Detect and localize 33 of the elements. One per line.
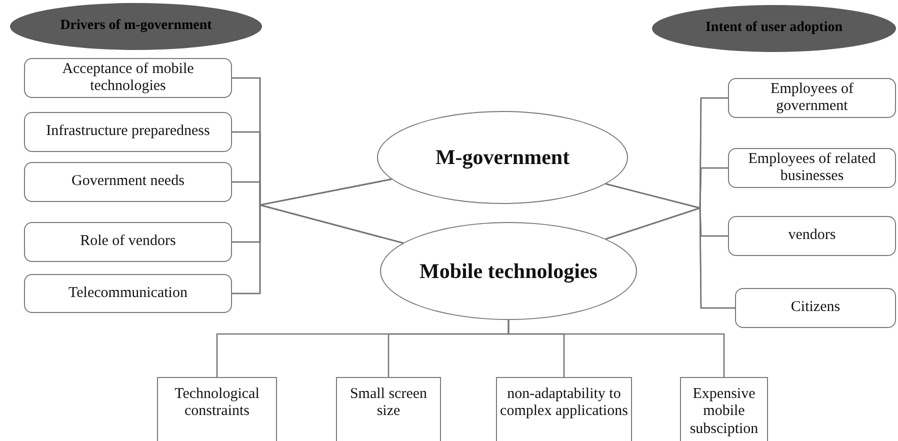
node-label: Employees of government — [770, 80, 854, 116]
heading-text: Drivers of m-government — [60, 18, 212, 35]
connector-line — [606, 207, 735, 309]
node-label: Infrastructure preparedness — [46, 123, 210, 141]
factor-box — [24, 58, 232, 98]
user-box — [728, 216, 896, 256]
node-label: non-adaptability to complex applications — [500, 386, 628, 420]
constraint-box — [336, 377, 441, 441]
connector-line — [232, 204, 404, 294]
user-box — [728, 148, 896, 188]
node-label: Expensive mobile subsciption — [688, 386, 760, 438]
factor-box — [24, 222, 232, 262]
connector-line — [508, 320, 725, 377]
factor-box — [24, 162, 232, 202]
factor-box — [24, 112, 232, 152]
node-label: Role of vendors — [80, 233, 176, 251]
node-label: Technological constraints — [174, 386, 260, 420]
node-label: Employees of related businesses — [747, 150, 877, 186]
node-label: Acceptance of mobile technologies — [61, 60, 195, 96]
node-label: M-government — [435, 145, 570, 170]
factor-box — [24, 274, 232, 313]
node-label: vendors — [788, 227, 836, 245]
heading-text: Intent of user adoption — [705, 20, 843, 37]
node-label: Small screen size — [348, 386, 428, 420]
user-box — [735, 288, 896, 328]
node-label: Citizens — [790, 299, 840, 317]
node-label: Government needs — [72, 173, 184, 191]
constraint-box — [680, 377, 768, 441]
constraint-box — [157, 377, 277, 441]
user-box — [728, 78, 896, 118]
node-label: Telecommunication — [68, 284, 188, 302]
node-label: Mobile technologies — [420, 258, 598, 284]
constraint-box — [496, 377, 632, 441]
